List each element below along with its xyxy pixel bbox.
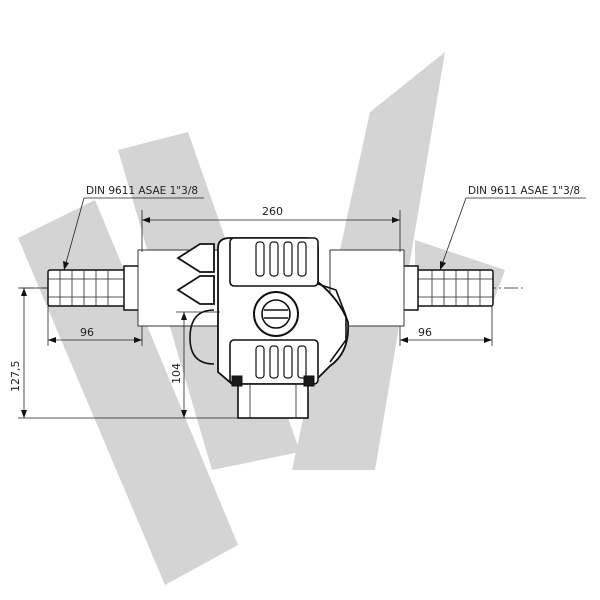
overall-length-value: 260 — [262, 205, 283, 218]
dim-overall-length: 260 — [141, 205, 401, 252]
left-mount-bracket — [189, 309, 215, 365]
dim-left-shaft-length: 96 — [47, 306, 143, 346]
center-boss-inner — [261, 299, 291, 329]
left-nozzle-upper — [176, 243, 215, 273]
right-flange — [317, 283, 347, 363]
total-height-value: 127,5 — [9, 361, 22, 393]
right-shaft-length-value: 96 — [418, 326, 432, 339]
right-pto-shaft — [329, 249, 494, 327]
dim-axis-to-base: 104 — [170, 311, 238, 419]
left-shaft-spec-label: DIN 9611 ASAE 1"3/8 — [86, 185, 198, 197]
gearbox-body — [176, 237, 350, 419]
left-shaft-length-value: 96 — [80, 326, 94, 339]
mount-foot — [237, 383, 309, 419]
right-shaft-spec-callout: DIN 9611 ASAE 1"3/8 — [439, 185, 586, 271]
dim-right-shaft-length: 96 — [399, 306, 493, 346]
left-nozzle-lower — [176, 275, 215, 305]
right-shaft-spec-label: DIN 9611 ASAE 1"3/8 — [468, 185, 580, 197]
dim-total-height: 127,5 — [9, 287, 176, 419]
left-shaft-spec-callout: DIN 9611 ASAE 1"3/8 — [63, 185, 204, 271]
axis-to-base-value: 104 — [170, 363, 183, 384]
